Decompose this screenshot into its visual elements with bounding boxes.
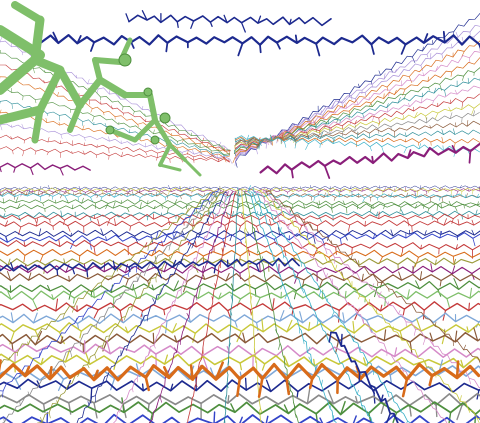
green-molecule-bond bbox=[31, 106, 44, 144]
navy-top-strand bbox=[39, 30, 480, 57]
green-molecule-atom bbox=[143, 87, 153, 97]
floor-row-strand bbox=[0, 278, 480, 300]
green-molecule-bond bbox=[67, 102, 83, 133]
floor-row-strand bbox=[0, 327, 480, 355]
floor-row-strand bbox=[0, 310, 480, 334]
floor-depth-strand bbox=[148, 191, 234, 423]
green-molecule-atom bbox=[150, 135, 160, 145]
floor-depth-strand bbox=[255, 191, 448, 423]
floor-row-strand bbox=[0, 255, 480, 274]
green-molecule-bond bbox=[76, 76, 104, 109]
green-molecule-bond bbox=[92, 57, 103, 83]
green-molecule-bond bbox=[168, 143, 187, 162]
floor-depth-strand bbox=[187, 191, 237, 423]
green-molecule-bond bbox=[30, 15, 45, 65]
green-molecule-bond bbox=[158, 143, 172, 167]
green-molecule-bond bbox=[0, 105, 45, 125]
green-molecule-bond bbox=[56, 66, 84, 109]
blue-bottom-strand bbox=[328, 331, 399, 423]
mid-strand-layer bbox=[0, 184, 480, 423]
floor-row-strand bbox=[0, 388, 480, 421]
green-molecule-bond bbox=[152, 117, 173, 148]
floor-depth-strand bbox=[113, 190, 230, 423]
green-molecule-bond bbox=[132, 117, 158, 143]
upper-strand bbox=[235, 134, 480, 157]
floor-depth-strand bbox=[247, 185, 337, 423]
green-molecule-bond bbox=[36, 66, 64, 114]
floor-row-strand bbox=[0, 349, 480, 373]
highlight-strand-layer bbox=[0, 1, 202, 177]
floor-depth-strand bbox=[250, 191, 373, 423]
floor-row-strand bbox=[0, 201, 480, 215]
purple-strand-left bbox=[0, 162, 91, 176]
floor-row-strand bbox=[0, 261, 480, 284]
near-strand-layer bbox=[0, 10, 480, 423]
floor-row-strand bbox=[0, 230, 480, 250]
floor-row-strand bbox=[0, 318, 480, 345]
green-molecule-atom bbox=[118, 53, 132, 67]
green-molecule-atom bbox=[105, 125, 115, 135]
green-molecule-bond bbox=[183, 158, 202, 177]
floor-row-strand bbox=[0, 191, 480, 203]
green-molecule-bond bbox=[11, 1, 44, 24]
floor-depth-strand bbox=[0, 187, 219, 398]
navy-floor-strand bbox=[0, 257, 300, 279]
floor-depth-strand bbox=[259, 190, 480, 423]
upper-left-strand bbox=[0, 146, 230, 163]
floor-row-strand bbox=[0, 411, 480, 423]
floor-row-strand bbox=[0, 239, 480, 259]
green-molecule-bond bbox=[30, 55, 65, 75]
orange-strand bbox=[0, 359, 480, 398]
green-molecule-bond bbox=[92, 57, 123, 65]
floor-row-strand bbox=[0, 340, 480, 370]
floor-depth-strand bbox=[252, 187, 412, 423]
floor-depth-strand bbox=[37, 189, 225, 423]
green-molecule-bond bbox=[158, 163, 182, 172]
upper-strand bbox=[234, 136, 480, 148]
floor-row-strand bbox=[0, 218, 480, 235]
green-molecule-bond bbox=[0, 55, 40, 95]
purple-strand bbox=[259, 143, 480, 179]
green-molecule-bond bbox=[147, 92, 158, 123]
far-strand-layer bbox=[0, 12, 480, 168]
floor-depth-strand bbox=[262, 187, 480, 389]
floor-depth-strand bbox=[265, 190, 480, 370]
green-molecule-bond bbox=[96, 76, 129, 99]
green-molecule-atom bbox=[159, 112, 171, 124]
navy-top-strand-2 bbox=[125, 10, 332, 33]
floor-depth-strand bbox=[1, 185, 221, 423]
floor-row-strand bbox=[0, 287, 480, 311]
